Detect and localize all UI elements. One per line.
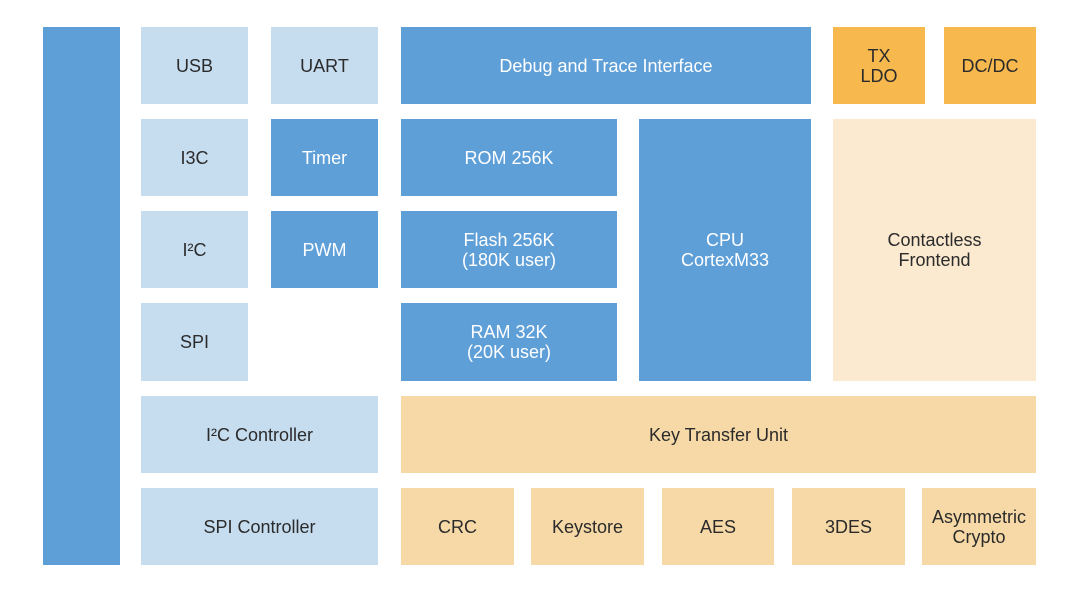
flash-line-1: Flash 256K <box>463 229 555 250</box>
aes-label: AES <box>699 516 737 537</box>
keystore-block: Keystore <box>531 488 644 565</box>
spi-controller-block: SPI Controller <box>141 488 378 565</box>
cpu-line-2: CortexM33 <box>680 250 770 270</box>
i3c-label: I3C <box>180 147 209 168</box>
ram-line-2: (20K user) <box>466 342 552 362</box>
cpu-block: CPU CortexM33 <box>639 119 811 381</box>
tx-ldo-line-2: LDO <box>860 65 898 86</box>
keystore-label: Keystore <box>551 516 624 537</box>
timer-label: Timer <box>301 147 348 168</box>
spi-block: SPI <box>141 303 248 381</box>
3des-block: 3DES <box>792 488 905 565</box>
asymmetric-crypto-line-1: Asymmetric <box>932 506 1026 527</box>
i2c-controller-block: I²C Controller <box>141 396 378 473</box>
crc-block: CRC <box>401 488 514 565</box>
ram-line-1: RAM 32K <box>470 322 548 342</box>
tx-ldo-line-1: TX <box>867 45 891 66</box>
tx-ldo-block: TX LDO <box>833 27 925 104</box>
i2c-block: I²C <box>141 211 248 288</box>
crc-label: CRC <box>438 516 477 537</box>
key-transfer-unit-block: Key Transfer Unit <box>401 396 1036 473</box>
dcdc-label: DC/DC <box>961 55 1019 76</box>
cpu-line-1: CPU <box>705 230 744 250</box>
spi-label: SPI <box>179 332 209 352</box>
rom-label: ROM 256K <box>464 147 554 168</box>
aes-block: AES <box>662 488 774 565</box>
pwm-label: PWM <box>302 239 347 260</box>
contactless-line-1: Contactless <box>887 230 982 250</box>
key-transfer-unit-label: Key Transfer Unit <box>648 424 789 445</box>
asymmetric-crypto-line-2: Crypto <box>952 526 1006 547</box>
uart-label: UART <box>300 55 349 76</box>
i3c-block: I3C <box>141 119 248 196</box>
contactless-frontend-block: Contactless Frontend <box>833 119 1036 381</box>
usb-label: USB <box>175 55 213 76</box>
ram-block: RAM 32K (20K user) <box>401 303 617 381</box>
dcdc-block: DC/DC <box>944 27 1036 104</box>
i2c-label: I²C <box>182 239 207 260</box>
3des-label: 3DES <box>824 516 873 537</box>
rom-block: ROM 256K <box>401 119 617 196</box>
asymmetric-crypto-block: Asymmetric Crypto <box>922 488 1036 565</box>
uart-block: UART <box>271 27 378 104</box>
debug-trace-block: Debug and Trace Interface <box>401 27 811 104</box>
timer-block: Timer <box>271 119 378 196</box>
usb-block: USB <box>141 27 248 104</box>
debug-trace-label: Debug and Trace Interface <box>499 55 713 76</box>
flash-line-2: (180K user) <box>461 249 557 270</box>
contactless-line-2: Frontend <box>898 250 971 270</box>
pwm-block: PWM <box>271 211 378 288</box>
flash-block: Flash 256K (180K user) <box>401 211 617 288</box>
system-bus-bar <box>43 27 120 565</box>
i2c-controller-label: I²C Controller <box>205 424 314 445</box>
spi-controller-label: SPI Controller <box>203 516 316 537</box>
